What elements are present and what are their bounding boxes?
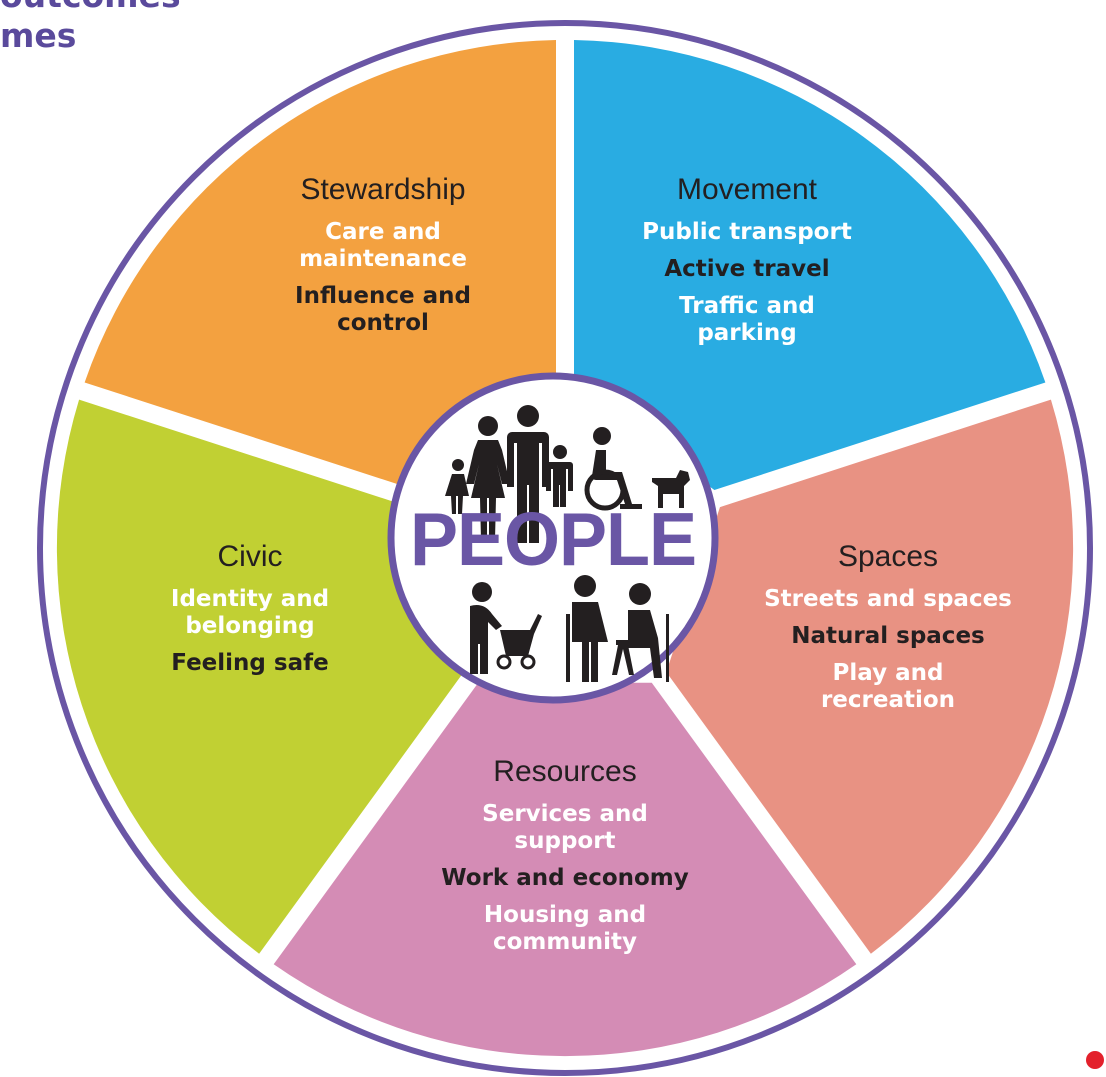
girl-icon <box>445 459 469 514</box>
segment-item-movement: Public transport <box>642 219 852 245</box>
segment-title-civic: Civic <box>217 540 283 573</box>
parent-with-stroller-icon <box>470 582 542 674</box>
header-title-line1: outcomes <box>0 0 181 14</box>
segment-item-civic: Feeling safe <box>171 650 329 676</box>
segment-item-movement: Active travel <box>664 256 830 282</box>
wheelchair-user-icon <box>584 427 642 511</box>
segment-title-stewardship: Stewardship <box>300 173 466 206</box>
man-icon <box>507 405 549 543</box>
segment-title-movement: Movement <box>676 173 818 206</box>
segment-resources <box>273 682 857 1057</box>
segment-stewardship <box>84 40 556 490</box>
segment-item-spaces: Natural spaces <box>791 623 985 649</box>
elderly-woman-icon <box>566 575 608 682</box>
boy-icon <box>546 445 573 507</box>
dog-icon <box>652 470 690 508</box>
segment-movement <box>574 40 1046 490</box>
red-dot-icon <box>1086 1051 1104 1069</box>
segment-item-resources: Work and economy <box>441 865 689 891</box>
segment-title-resources: Resources <box>493 755 637 788</box>
segment-item-spaces: Streets and spaces <box>764 586 1012 612</box>
seated-elderly-man-icon <box>612 583 669 682</box>
header-title-line2: mes <box>0 16 77 55</box>
segment-spaces <box>666 399 1074 954</box>
woman-icon <box>466 416 510 540</box>
people-center-label: PEOPLE <box>409 498 697 582</box>
segment-title-spaces: Spaces <box>837 540 939 573</box>
segment-civic <box>56 399 464 954</box>
